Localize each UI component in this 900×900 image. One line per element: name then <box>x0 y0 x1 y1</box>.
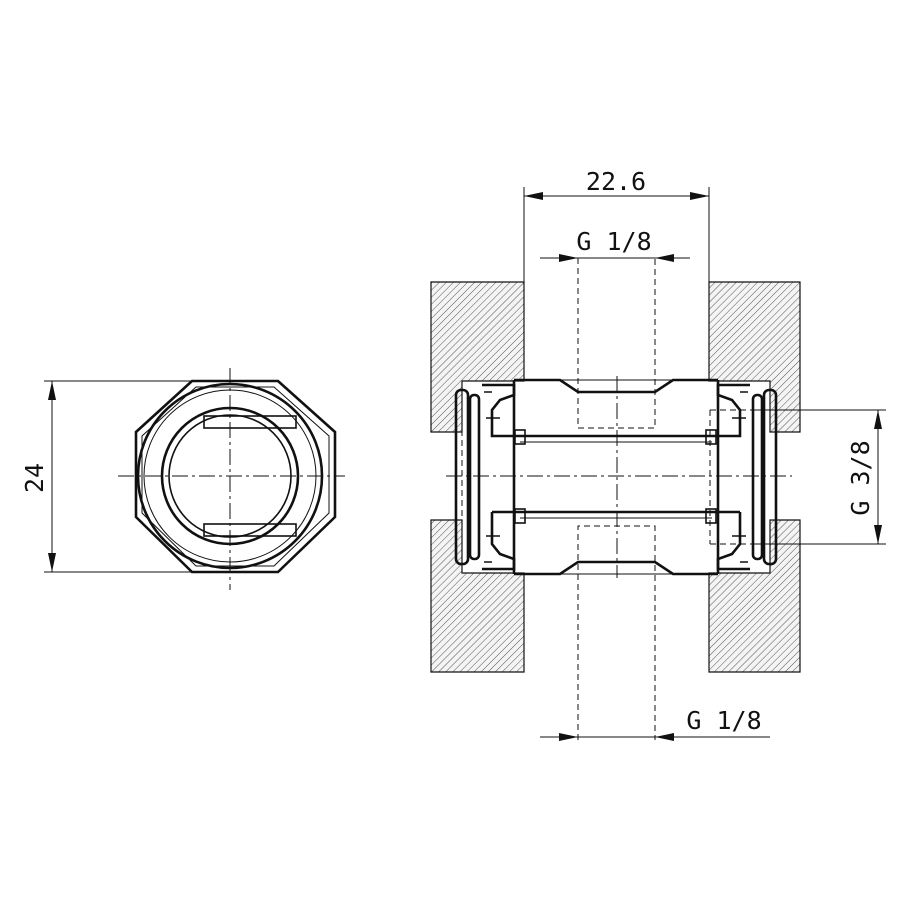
dim-port-bottom-label: G 1/8 <box>686 706 761 735</box>
dim-thread-arrow-top <box>874 410 882 429</box>
o-ring-right-outer <box>762 388 778 566</box>
front-view: 24 <box>20 368 345 590</box>
dim-thread-label: G 3/8 <box>846 440 875 515</box>
o-ring-left-inner <box>468 393 481 561</box>
dim-24-label: 24 <box>20 463 49 493</box>
o-ring-left-outer <box>454 388 470 566</box>
dim-226-label: 22.6 <box>586 167 646 196</box>
pin-lower-left <box>514 508 526 524</box>
hidden-thread-right <box>709 409 752 545</box>
dim-thread-arrow-bottom <box>874 525 882 544</box>
dim-port-bottom-arrow-right <box>655 733 674 741</box>
bore-slot-bottom <box>203 523 297 537</box>
pin-lower-right <box>705 508 717 524</box>
hex-body-outline <box>134 379 337 574</box>
seal-right-inner-step <box>732 391 748 563</box>
body-lower-profile <box>514 560 718 576</box>
pin-upper-right <box>705 429 717 445</box>
dim-port-top-arrow-right <box>655 254 674 262</box>
dim-226-arrow-right <box>690 192 709 200</box>
o-ring-right-inner <box>751 393 764 561</box>
dim-24-arrow-top <box>48 381 56 400</box>
dim-226-arrow-left <box>524 192 543 200</box>
section-view: 22.6 G 1/8 G 1/8 G 3/8 <box>430 167 886 741</box>
dim-24-arrow-bottom <box>48 553 56 572</box>
hex-chamfer-outline <box>141 386 330 567</box>
dim-port-bottom-arrow-left <box>559 733 578 741</box>
dim-port-top-arrow-left <box>559 254 578 262</box>
bore-slot-top <box>203 415 297 429</box>
pin-upper-left <box>514 429 526 445</box>
hidden-port-top <box>577 258 656 429</box>
dim-port-top-label: G 1/8 <box>576 227 651 256</box>
seal-left-inner-step <box>484 391 500 563</box>
